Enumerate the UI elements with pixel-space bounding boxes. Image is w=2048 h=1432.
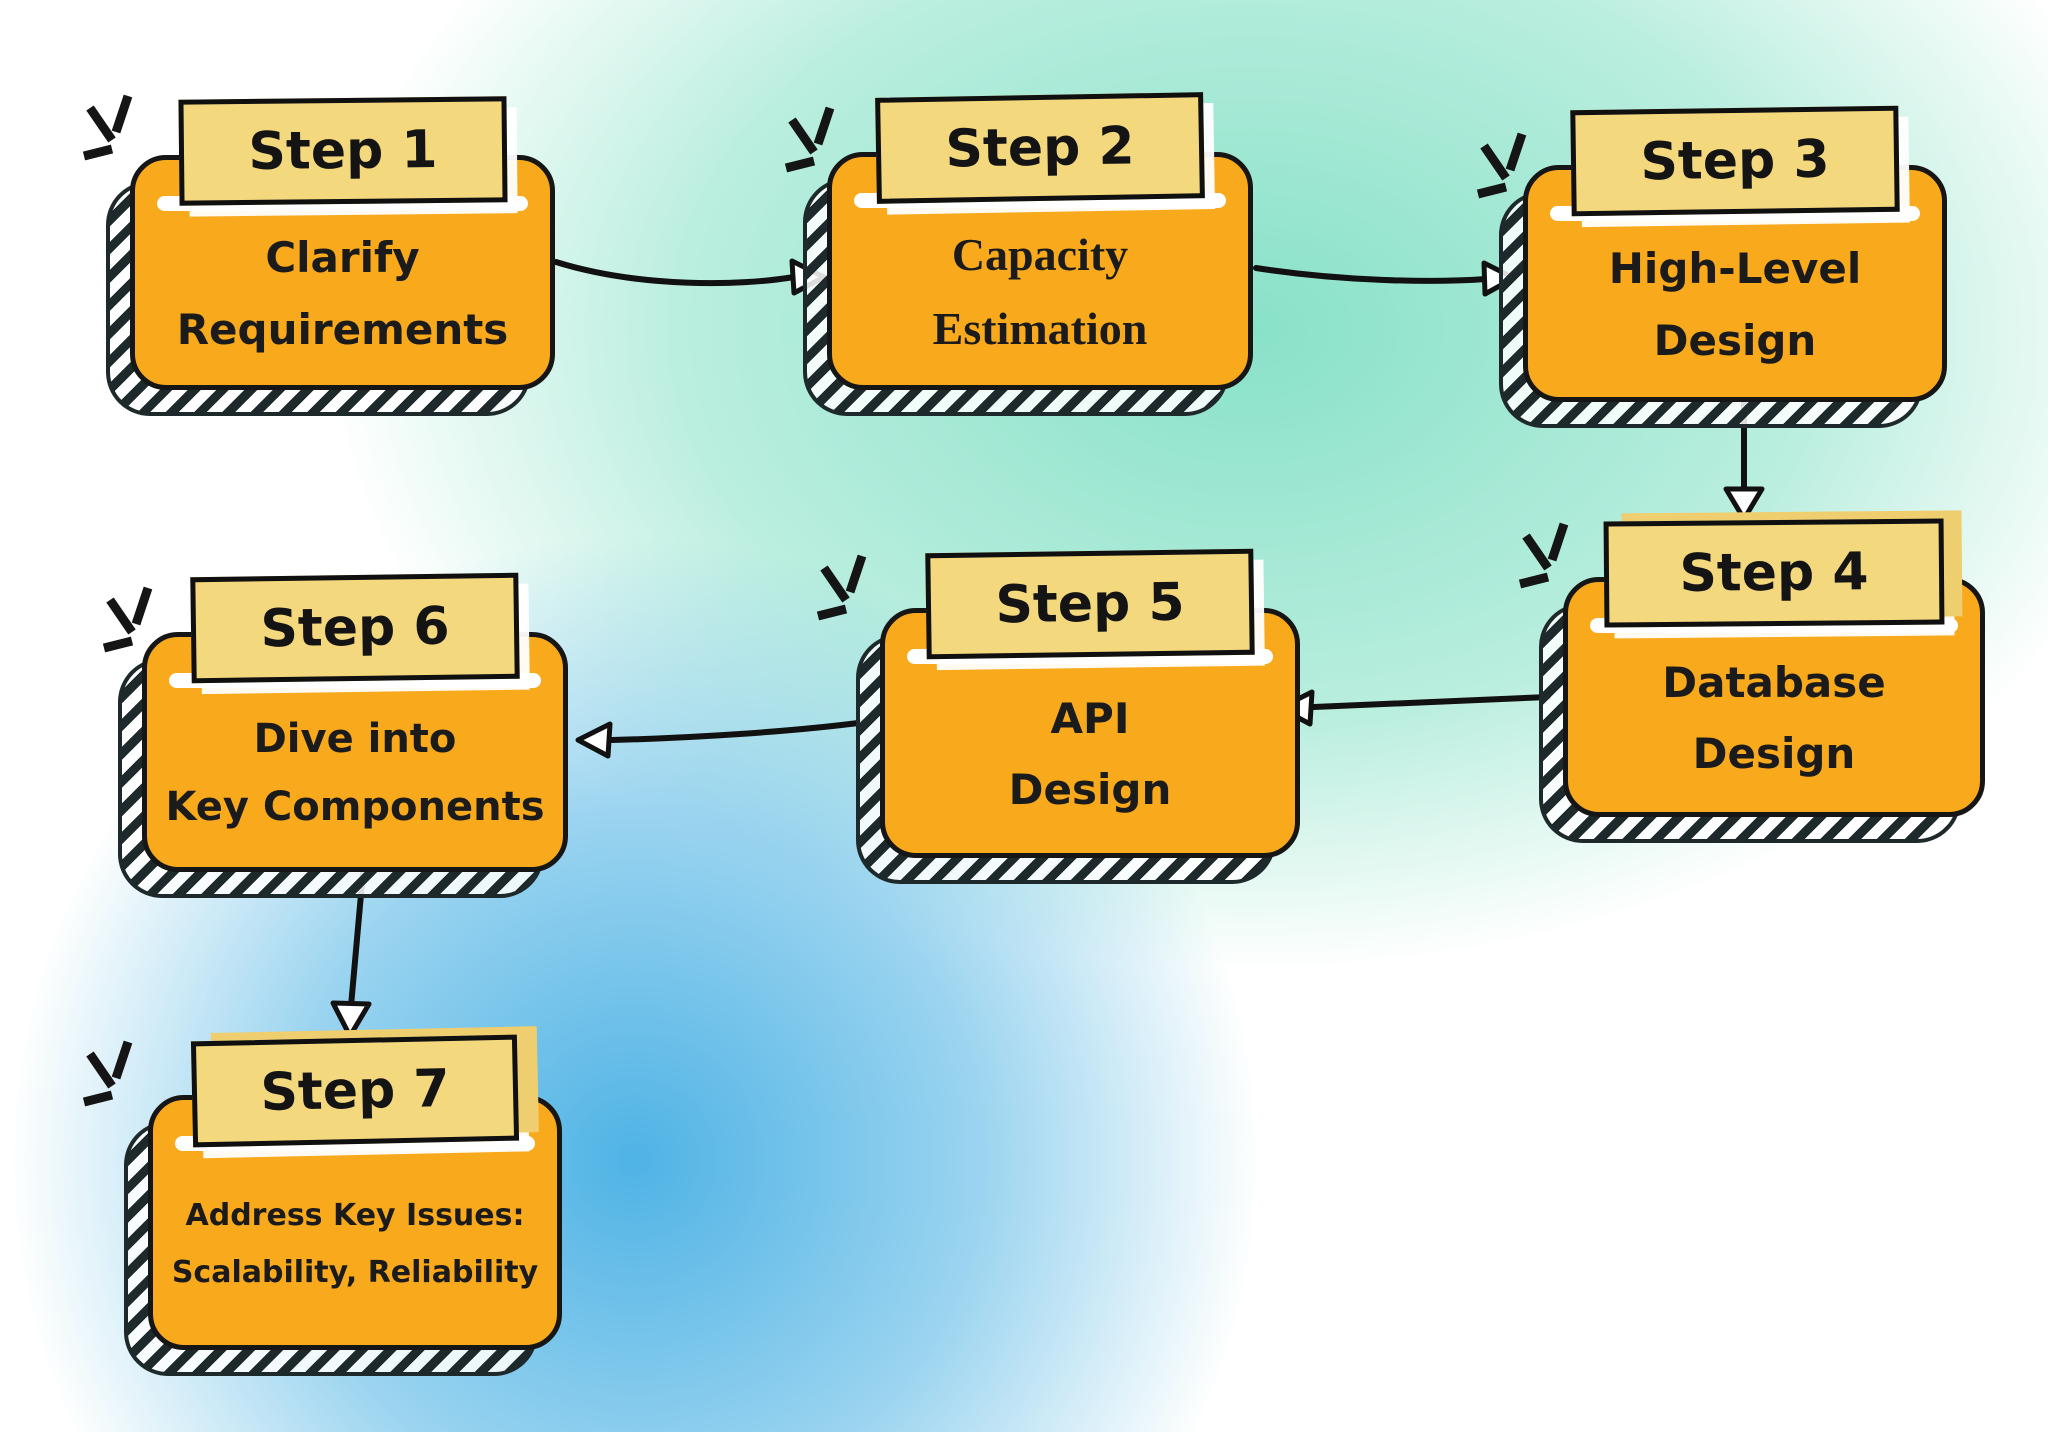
sparkle-icon bbox=[816, 554, 867, 621]
sparkle-icon bbox=[784, 106, 835, 173]
step-2-line-1: Capacity bbox=[951, 229, 1129, 281]
step-6-label-text: Step 6 bbox=[260, 596, 450, 660]
step-1-label-text: Step 1 bbox=[247, 120, 438, 182]
step-3-line-2: Design bbox=[1653, 315, 1817, 365]
step-6-line-2: Key Components bbox=[165, 784, 545, 830]
arrow-step1-step2 bbox=[553, 259, 797, 287]
step-5-line-2: Design bbox=[1008, 765, 1172, 814]
step-5-box: Step 5 API Design bbox=[880, 548, 1300, 858]
step-5-label-text: Step 5 bbox=[995, 572, 1185, 636]
step-4-box: Step 4 Database Design bbox=[1563, 518, 1985, 817]
arrowhead-down-icon bbox=[1723, 486, 1765, 522]
sparkle-icon bbox=[1518, 522, 1569, 589]
step-3-text: High-Level Design bbox=[1609, 233, 1861, 376]
step-7-label-text: Step 7 bbox=[259, 1059, 451, 1123]
step-5-node: Step 5 API Design bbox=[856, 548, 1300, 884]
step-5-line-1: API bbox=[1050, 693, 1130, 743]
step-3-node: Step 3 High-Level Design bbox=[1499, 105, 1947, 428]
step-6-line-1: Dive into bbox=[253, 716, 457, 762]
step-6-label: Step 6 bbox=[190, 572, 520, 684]
step-2-label-text: Step 2 bbox=[944, 116, 1136, 180]
step-1-label: Step 1 bbox=[177, 96, 508, 206]
step-4-label-text: Step 4 bbox=[1679, 542, 1869, 604]
step-4-label: Step 4 bbox=[1603, 518, 1945, 628]
step-1-box: Step 1 Clarify Requirements bbox=[130, 96, 555, 390]
sparkles bbox=[82, 94, 1569, 1107]
step-2-node: Step 2 Capacity Estimation bbox=[803, 92, 1253, 416]
step-6-text: Dive into Key Components bbox=[165, 705, 544, 841]
step-1-line-2: Requirements bbox=[176, 304, 509, 354]
step-3-line-1: High-Level bbox=[1608, 244, 1862, 294]
arrow-step2-step3 bbox=[1253, 265, 1489, 284]
step-5-label: Step 5 bbox=[925, 548, 1255, 660]
step-1-text: Clarify Requirements bbox=[177, 222, 509, 365]
step-4-node: Step 4 Database Design bbox=[1539, 518, 1985, 843]
step-7-text: Address Key Issues: Scalability, Reliabi… bbox=[172, 1187, 538, 1301]
arrow-step5-step6 bbox=[609, 719, 869, 743]
sparkle-icon bbox=[82, 94, 133, 161]
arrowhead-down-icon bbox=[330, 1000, 372, 1039]
step-3-label: Step 3 bbox=[1570, 105, 1900, 217]
step-4-line-2: Design bbox=[1692, 729, 1856, 778]
step-5-text: API Design bbox=[1009, 683, 1172, 826]
step-4-text: Database Design bbox=[1662, 647, 1886, 790]
step-7-line-1: Address Key Issues: bbox=[185, 1197, 525, 1233]
sparkle-icon bbox=[82, 1040, 133, 1107]
arrowhead-left-icon bbox=[575, 721, 613, 759]
arrow-step4-step5 bbox=[1311, 694, 1551, 710]
step-2-box: Step 2 Capacity Estimation bbox=[827, 92, 1253, 390]
step-7-label: Step 7 bbox=[190, 1034, 520, 1148]
step-3-label-text: Step 3 bbox=[1640, 129, 1830, 193]
step-1-node: Step 1 Clarify Requirements bbox=[106, 96, 555, 416]
step-4-line-1: Database bbox=[1662, 657, 1886, 707]
step-2-text: Capacity Estimation bbox=[933, 218, 1148, 365]
sparkle-icon bbox=[102, 586, 153, 653]
step-6-node: Step 6 Dive into Key Components bbox=[118, 572, 568, 898]
sparkle-icon bbox=[1476, 132, 1527, 199]
step-2-line-2: Estimation bbox=[932, 303, 1148, 354]
step-1-line-1: Clarify bbox=[265, 233, 420, 283]
step-2-label: Step 2 bbox=[875, 92, 1205, 204]
step-3-box: Step 3 High-Level Design bbox=[1523, 105, 1947, 402]
step-7-node: Step 7 Address Key Issues: Scalability, … bbox=[124, 1034, 562, 1376]
step-7-line-2: Scalability, Reliability bbox=[171, 1254, 539, 1290]
step-6-box: Step 6 Dive into Key Components bbox=[142, 572, 568, 872]
step-7-box: Step 7 Address Key Issues: Scalability, … bbox=[148, 1034, 562, 1350]
